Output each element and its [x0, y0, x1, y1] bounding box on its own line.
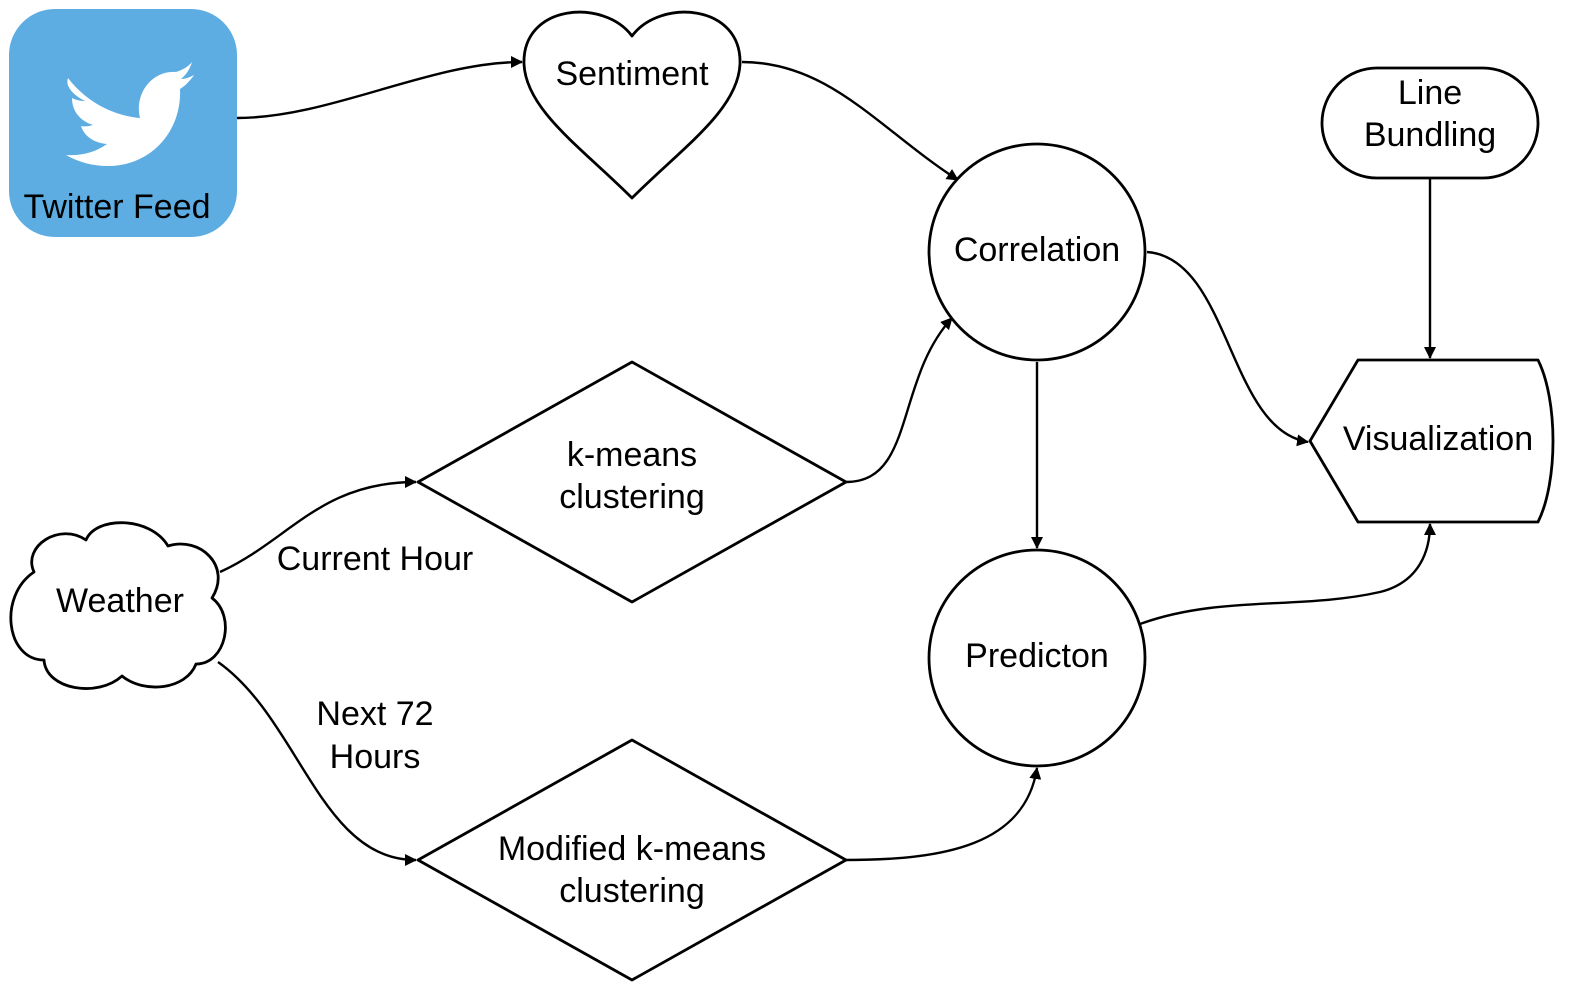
weather-node: Weather [9, 521, 227, 690]
kmeans-label-line2: clustering [559, 478, 705, 516]
edge-prediction-to-visualization [1139, 523, 1436, 626]
edge-label-current-hour: Current Hour [277, 540, 474, 578]
weather-cloud-shape [9, 521, 227, 690]
edge-label-next-72-line2: Hours [330, 738, 421, 776]
line-bundling-label-line2: Bundling [1364, 116, 1496, 154]
correlation-node: Correlation [927, 142, 1147, 362]
sentiment-node: Sentiment [522, 10, 742, 200]
modified-kmeans-diamond [416, 738, 848, 982]
kmeans-node: k-means clustering [416, 360, 848, 604]
edge-twitter-to-sentiment [236, 56, 523, 120]
modified-kmeans-label-line1: Modified k-means [498, 830, 766, 868]
edge-sentiment-to-correlation [741, 60, 959, 182]
edge-weather-to-kmeans [219, 476, 417, 574]
prediction-circle [927, 548, 1147, 768]
twitter-feed-node: Twitter Feed [9, 9, 237, 237]
kmeans-label-line1: k-means [567, 436, 697, 474]
sentiment-heart-shape [522, 10, 742, 200]
prediction-label: Predicton [965, 637, 1109, 675]
correlation-circle [927, 142, 1147, 362]
edge-modified-kmeans-to-prediction [845, 767, 1042, 862]
line-bundling-label-line1: Line [1398, 74, 1462, 112]
twitter-feed-label: Twitter Feed [23, 188, 210, 226]
sentiment-label: Sentiment [555, 55, 709, 93]
visualization-label: Visualization [1343, 420, 1533, 458]
edge-kmeans-to-correlation [845, 317, 953, 484]
edge-label-next-72-line1: Next 72 [316, 695, 433, 733]
weather-label: Weather [56, 582, 184, 620]
twitter-bird-icon [66, 62, 194, 166]
modified-kmeans-label-line2: clustering [559, 872, 705, 910]
visualization-display-shape [1308, 358, 1555, 524]
correlation-label: Correlation [954, 231, 1120, 269]
line-bundling-shape [1320, 66, 1540, 180]
modified-kmeans-node: Modified k-means clustering [416, 738, 848, 982]
edge-weather-to-modified-kmeans [217, 661, 417, 866]
prediction-node: Predicton [927, 548, 1147, 768]
visualization-node: Visualization [1308, 358, 1555, 524]
kmeans-diamond [416, 360, 848, 604]
line-bundling-node: Line Bundling [1320, 66, 1540, 180]
edge-correlation-to-visualization [1146, 250, 1309, 447]
